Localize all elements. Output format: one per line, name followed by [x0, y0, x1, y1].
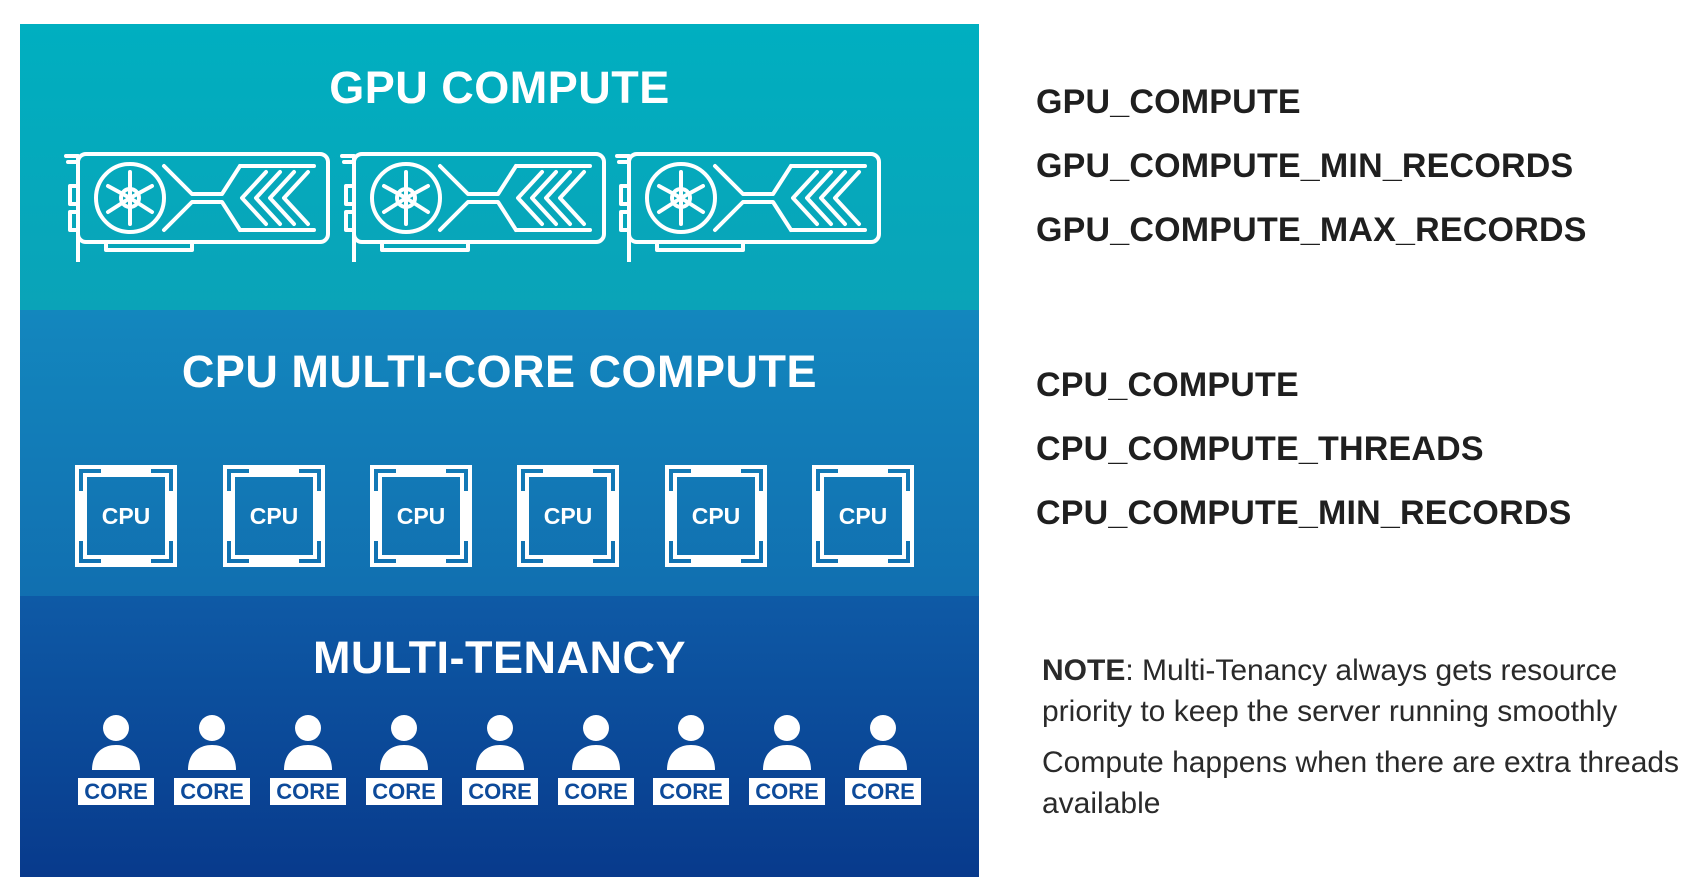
priority-note: NOTE: Multi-Tenancy always gets resource…	[1042, 650, 1682, 732]
gpu-compute-band: GPU COMPUTE	[20, 24, 979, 310]
user-icon	[476, 715, 524, 770]
cpu-chip-label: CPU	[250, 503, 299, 529]
gpu-card-icon	[340, 150, 610, 264]
cpu-chip-icon: CPU	[812, 465, 914, 567]
core-label: CORE	[845, 778, 921, 805]
user-icon	[284, 715, 332, 770]
cpu-compute-band: CPU MULTI-CORE COMPUTE CPU CPU CPU CPU	[20, 310, 979, 596]
compute-note: Compute happens when there are extra thr…	[1042, 746, 1680, 820]
tenant-user: CORE	[366, 714, 442, 805]
tenant-user: CORE	[749, 714, 825, 805]
cpu-parameter-item: CPU_COMPUTE_MIN_RECORDS	[1036, 494, 1572, 532]
cpu-chip-icon: CPU	[370, 465, 472, 567]
note-text: : Multi-Tenancy always gets resource pri…	[1042, 654, 1618, 728]
notes: NOTE: Multi-Tenancy always gets resource…	[1042, 650, 1682, 834]
tenant-user: CORE	[78, 714, 154, 805]
core-label: CORE	[174, 778, 250, 805]
tenant-user: CORE	[845, 714, 921, 805]
tenant-user: CORE	[270, 714, 346, 805]
gpu-parameter-list: GPU_COMPUTE GPU_COMPUTE_MIN_RECORDS GPU_CO…	[1036, 70, 1587, 262]
core-label: CORE	[270, 778, 346, 805]
tenant-user: CORE	[653, 714, 729, 805]
cpu-chip-icon: CPU	[517, 465, 619, 567]
cpu-parameter-item: CPU_COMPUTE_THREADS	[1036, 430, 1484, 468]
tenant-user: CORE	[558, 714, 634, 805]
cpu-chip-label: CPU	[692, 503, 741, 529]
cpu-compute-title: CPU MULTI-CORE COMPUTE	[181, 346, 818, 397]
tenant-user: CORE	[462, 714, 538, 805]
cpu-parameter-list: CPU_COMPUTE CPU_COMPUTE_THREADS CPU_COMPUT…	[1036, 353, 1571, 545]
note-label: NOTE	[1042, 654, 1126, 687]
core-label: CORE	[653, 778, 729, 805]
user-icon	[92, 715, 140, 770]
user-icon	[572, 715, 620, 770]
tenant-user: CORE	[174, 714, 250, 805]
cpu-chip-label: CPU	[544, 503, 593, 529]
compute-diagram: GPU COMPUTE CPU MULTI-CORE COMPUTE CPU	[20, 24, 979, 877]
cpu-chip-label: CPU	[102, 503, 151, 529]
cpu-chip-label: CPU	[839, 503, 888, 529]
gpu-card-icon	[64, 150, 334, 264]
gpu-compute-title: GPU COMPUTE	[329, 62, 670, 113]
gpu-parameter-item: GPU_COMPUTE_MIN_RECORDS	[1036, 147, 1574, 185]
cpu-chip-icon: CPU	[223, 465, 325, 567]
gpu-card-icon	[615, 150, 885, 264]
user-icon	[859, 715, 907, 770]
multi-tenancy-band: MULTI-TENANCY CORE CORE CORE CORE CORE C…	[20, 596, 979, 877]
multi-tenancy-title: MULTI-TENANCY	[312, 632, 687, 683]
core-label: CORE	[462, 778, 538, 805]
user-icon	[188, 715, 236, 770]
gpu-parameter-item: GPU_COMPUTE_MAX_RECORDS	[1036, 211, 1587, 249]
core-label: CORE	[749, 778, 825, 805]
cpu-chip-icon: CPU	[665, 465, 767, 567]
core-label: CORE	[366, 778, 442, 805]
cpu-chip-label: CPU	[397, 503, 446, 529]
gpu-parameter-item: GPU_COMPUTE	[1036, 83, 1301, 121]
user-icon	[667, 715, 715, 770]
cpu-chip-icon: CPU	[75, 465, 177, 567]
core-label: CORE	[558, 778, 634, 805]
core-label: CORE	[78, 778, 154, 805]
user-icon	[380, 715, 428, 770]
cpu-parameter-item: CPU_COMPUTE	[1036, 366, 1299, 404]
user-icon	[763, 715, 811, 770]
